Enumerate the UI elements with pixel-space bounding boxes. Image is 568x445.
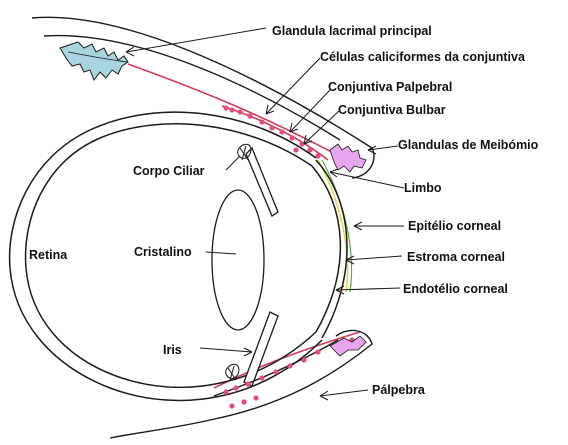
label-glandula-lacrimal: Glandula lacrimal principal	[272, 24, 432, 38]
label-retina: Retina	[29, 248, 68, 262]
label-corpo-ciliar: Corpo Ciliar	[133, 164, 205, 178]
label-glandulas-meibomio: Glandulas de Meibómio	[398, 138, 539, 152]
label-iris: Iris	[163, 343, 182, 357]
lens	[212, 190, 264, 330]
label-estroma-corneal: Estroma corneal	[407, 250, 505, 264]
label-conjuntiva-palpebral: Conjuntiva Palpebral	[328, 80, 452, 94]
label-endotelio-corneal: Endotélio corneal	[403, 282, 508, 296]
lacrimal-gland	[60, 42, 128, 80]
meibomian-glands	[330, 144, 366, 172]
label-limbo: Limbo	[404, 181, 442, 195]
label-epitelio-corneal: Epitélio corneal	[408, 219, 501, 233]
labels: Glandula lacrimal principal Células cali…	[29, 24, 539, 397]
label-conjuntiva-bulbar: Conjuntiva Bulbar	[338, 103, 446, 117]
label-cristalino: Cristalino	[134, 245, 192, 259]
label-celulas-caliciformes: Células caliciformes da conjuntiva	[320, 50, 526, 64]
label-palpebra: Pálpebra	[372, 383, 426, 397]
